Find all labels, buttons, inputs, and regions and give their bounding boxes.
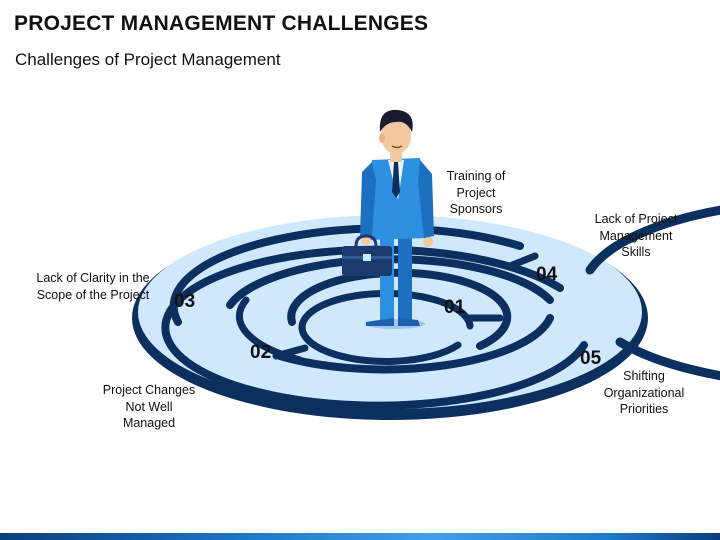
challenge-label-03: Lack of Clarity in the Scope of the Proj…	[36, 271, 150, 302]
maze-wall-ring-3b	[276, 314, 554, 374]
page-title: PROJECT MANAGEMENT CHALLENGES	[14, 12, 429, 35]
challenge-label-02: Project Changes Not Well Managed	[102, 383, 196, 430]
page-subtitle: Challenges of Project Management	[15, 50, 281, 69]
challenge-number-05: 05	[580, 348, 602, 369]
businessman-illustration	[360, 109, 434, 329]
maze-wall-inner	[298, 289, 474, 365]
challenge-number-01: 01	[444, 297, 466, 318]
maze-wall-connector-2	[506, 252, 539, 270]
challenge-label-04: Lack of Project Management Skills	[594, 212, 678, 259]
challenge-label-05: Shifting Organizational Priorities	[603, 369, 685, 416]
bottom-accent-bar	[0, 533, 720, 540]
maze-wall-ring-2b	[169, 224, 524, 326]
challenge-number-02: 02	[250, 342, 272, 363]
challenge-number-03: 03	[174, 291, 196, 312]
challenge-label-01: Training of Project Sponsors	[446, 169, 506, 216]
maze-wall-connector-3	[272, 344, 309, 360]
maze-wall-ring-4	[287, 268, 512, 350]
challenge-number-04: 04	[536, 264, 558, 285]
briefcase-icon	[342, 234, 392, 276]
